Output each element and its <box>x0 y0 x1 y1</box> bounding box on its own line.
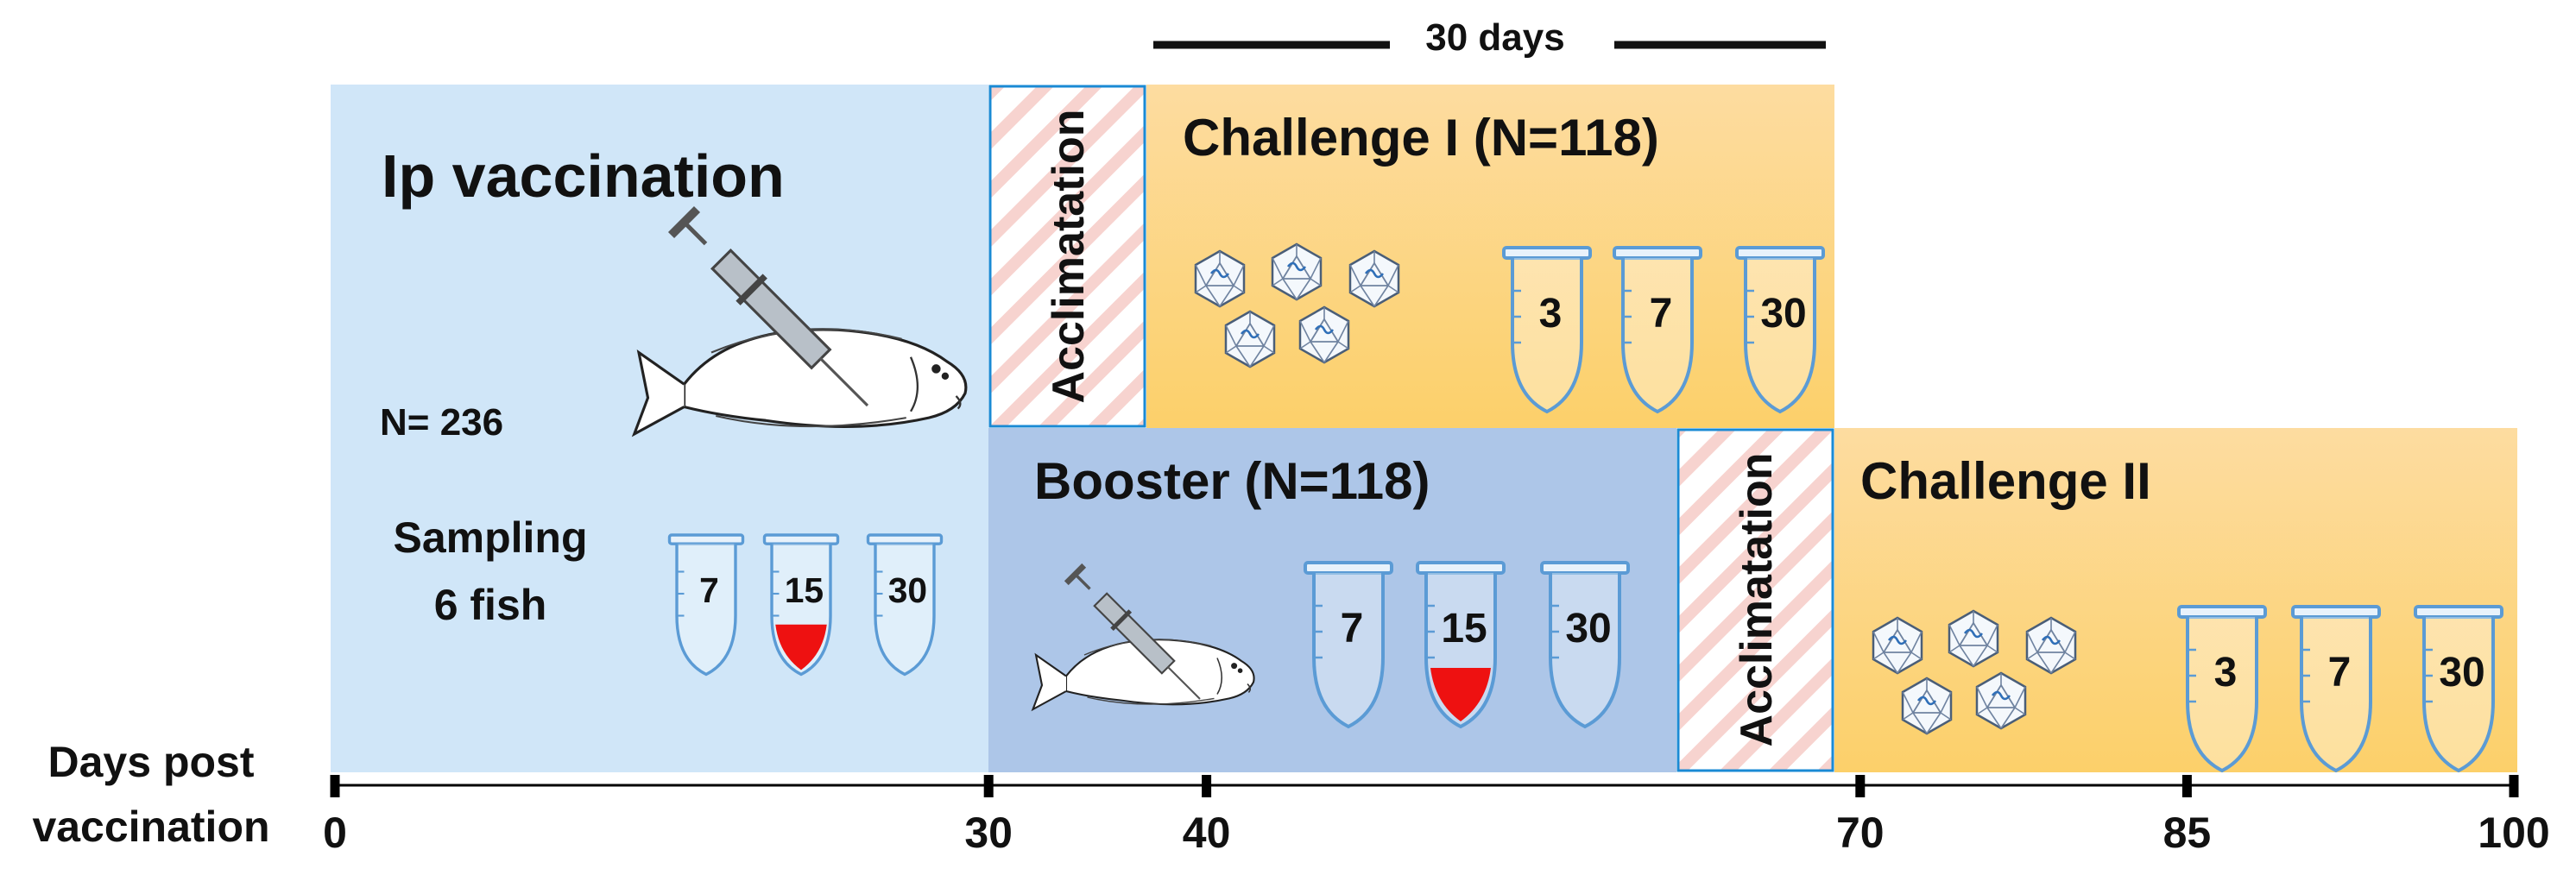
tubes-challenge-1: 3 7 30 <box>1502 246 1825 414</box>
sample-tube-icon: 3 <box>1502 246 1592 414</box>
sample-tube-icon: 7 <box>2291 605 2381 773</box>
tube-label: 7 <box>2328 650 2352 696</box>
vaccination-panel <box>331 85 988 772</box>
tube-label: 30 <box>2439 650 2484 696</box>
acclimatation-1-box <box>988 85 1146 428</box>
sampling-line-2: 6 fish <box>434 581 547 629</box>
sample-tube-icon: 7 <box>1613 246 1702 414</box>
sample-tube-icon: 7 <box>1304 561 1393 729</box>
tube-label: 3 <box>1539 291 1563 337</box>
tube-label: 7 <box>699 570 719 610</box>
tube-label: 30 <box>888 570 927 610</box>
sampling-line-1: Sampling <box>393 513 587 562</box>
timeline-tick-label: 40 <box>1183 809 1231 857</box>
sample-tube-icon: 15 <box>1416 561 1506 729</box>
acclimatation-1-label: Acclimatation <box>1044 110 1094 404</box>
timeline-ticks: 0 30 40 70 85 100 <box>323 775 2550 857</box>
tube-label: 30 <box>1565 606 1611 652</box>
timeline-tick-label: 100 <box>2478 809 2549 857</box>
tubes-challenge-2: 3 7 30 <box>2177 605 2503 773</box>
timeline-tick-label: 85 <box>2163 809 2212 857</box>
sample-tube-icon: 3 <box>2177 605 2267 773</box>
timeline-tick-label: 0 <box>323 809 347 857</box>
challenge-2-title: Challenge II <box>1860 452 2151 510</box>
tubes-booster: 7 15 30 <box>1304 561 1630 729</box>
sample-tube-icon: 30 <box>1540 561 1630 729</box>
challenge-1-panel <box>1146 85 1834 428</box>
sample-size-label: N= 236 <box>380 401 503 444</box>
sample-tube-icon: 30 <box>1735 246 1825 414</box>
tube-label: 7 <box>1650 291 1673 337</box>
sample-tube-icon: 7 <box>667 533 745 677</box>
booster-title: Booster (N=118) <box>1034 452 1430 510</box>
tube-label: 30 <box>1760 291 1806 337</box>
vaccination-title: Ip vaccination <box>382 142 785 210</box>
duration-label: 30 days <box>1425 16 1564 59</box>
timeline-label-line-1: Days post <box>48 738 255 786</box>
timeline-tick-label: 30 <box>964 809 1013 857</box>
tube-label: 15 <box>785 570 824 610</box>
sample-tube-icon: 15 <box>762 533 840 677</box>
tube-label: 7 <box>1341 606 1364 652</box>
acclimatation-2-box <box>1676 428 1834 772</box>
acclimatation-2-label: Acclimatation <box>1732 453 1782 747</box>
sample-tube-icon: 30 <box>2414 605 2503 773</box>
tube-label: 3 <box>2214 650 2238 696</box>
challenge-1-title: Challenge I (N=118) <box>1183 109 1659 167</box>
tube-label: 15 <box>1441 606 1487 652</box>
tubes-vaccination: 7 15 30 <box>667 533 944 677</box>
sample-tube-icon: 30 <box>866 533 944 677</box>
timeline-tick-label: 70 <box>1836 809 1885 857</box>
timeline-label-line-2: vaccination <box>32 803 269 851</box>
